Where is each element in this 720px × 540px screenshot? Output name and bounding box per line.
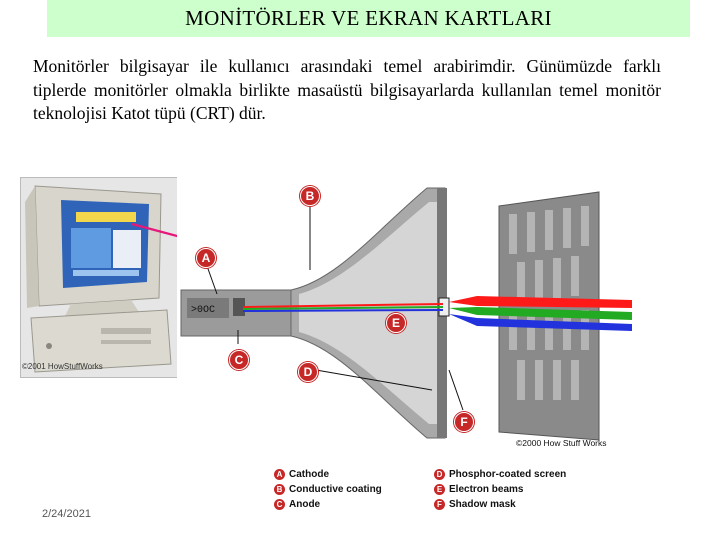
callout-c: C (229, 350, 249, 370)
slide-date: 2/24/2021 (42, 508, 91, 520)
legend-item-shadow-mask: F Shadow mask (434, 498, 516, 511)
legend-badge: F (434, 499, 445, 510)
legend-badge: E (434, 484, 445, 495)
callout-d: D (298, 362, 318, 382)
legend-label: Phosphor-coated screen (449, 469, 566, 480)
legend-label: Electron beams (449, 484, 523, 495)
legend-label: Anode (289, 499, 320, 510)
legend-badge: C (274, 499, 285, 510)
image-credit: ©2000 How Stuff Works (516, 438, 607, 448)
callout-a: A (196, 248, 216, 268)
legend-badge: A (274, 469, 285, 480)
legend-item-electron-beams: E Electron beams (434, 483, 523, 496)
legend-badge: D (434, 469, 445, 480)
crt-diagram: >0OC (177, 170, 647, 450)
legend-label: Cathode (289, 469, 329, 480)
legend-badge: B (274, 484, 285, 495)
legend-item-conductive-coating: B Conductive coating (274, 483, 382, 496)
callout-e: E (386, 313, 406, 333)
legend-label: Shadow mask (449, 499, 516, 510)
callout-b: B (300, 186, 320, 206)
legend-item-cathode: A Cathode (274, 468, 329, 481)
tube-label: >0OC (191, 305, 215, 316)
legend-item-phosphor-screen: D Phosphor-coated screen (434, 468, 566, 481)
callout-f: F (454, 412, 474, 432)
legend-item-anode: C Anode (274, 498, 320, 511)
legend-label: Conductive coating (289, 484, 382, 495)
